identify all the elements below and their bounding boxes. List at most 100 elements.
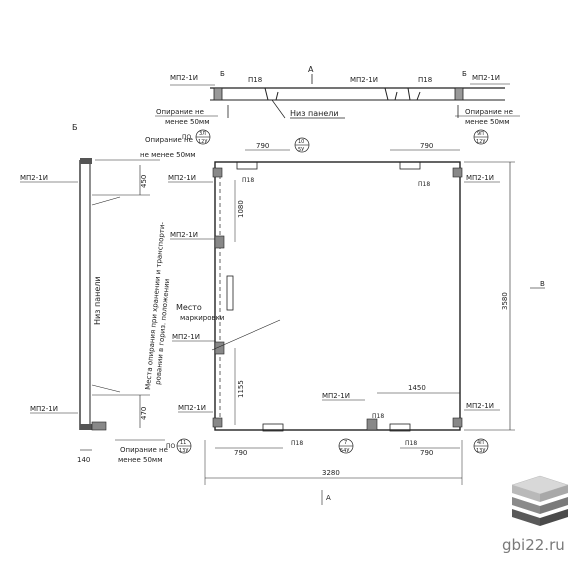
callout-9-top: 9П <box>477 131 484 137</box>
mp-right-1: МП2-1И <box>466 174 494 182</box>
callout-11-top: 11 <box>180 440 186 446</box>
p18-tl: П18 <box>242 177 254 184</box>
top-support-left-2: менее 50мм <box>165 118 209 126</box>
dim-3280: 3280 <box>322 469 340 477</box>
callout-10-bottom: 5У <box>298 147 304 153</box>
p18-bl: П18 <box>291 440 303 447</box>
callout-7-top: 7 <box>344 440 347 446</box>
callout-7-bottom: 54У <box>340 448 349 454</box>
p18-br: П18 <box>405 440 417 447</box>
top-support-left: Опирание не <box>156 108 204 116</box>
node-callouts <box>176 129 489 454</box>
logo-slab-top-right <box>540 485 568 502</box>
panel-outline <box>214 161 461 431</box>
logo-slab-mid-right <box>540 497 568 514</box>
side-anchor-upper <box>214 235 225 249</box>
side-support-bottom-2: менее 50мм <box>118 456 162 464</box>
callout-9-bottom: 12У <box>476 139 485 145</box>
corner-lift-bl <box>212 417 223 428</box>
section-v-label: В <box>540 280 545 288</box>
dim-790-tl: 790 <box>256 142 269 150</box>
side-support-top-2: не менее 50мм <box>140 151 196 159</box>
callout-11-prefix: ПО <box>166 443 176 450</box>
side-view-top-cap <box>80 158 92 164</box>
marking-place-box <box>226 275 234 311</box>
callout-10-top: 10 <box>298 139 304 145</box>
corner-lift-tl <box>212 167 223 178</box>
storage-leader-bottom <box>91 384 121 393</box>
logo-slab-top-left <box>512 485 540 502</box>
bottom-anchor-left <box>262 423 284 432</box>
storage-leader-top <box>91 196 121 206</box>
top-section-a: А <box>308 65 314 74</box>
mp-left-2: МП2-1И <box>170 231 198 239</box>
mp-left-4: МП2-1И <box>178 404 206 412</box>
dim-1450: 1450 <box>408 384 426 392</box>
corner-lift-br <box>452 417 463 428</box>
top-support-right: Опирание не <box>465 108 513 116</box>
site-logo <box>511 475 569 526</box>
top-mp-right: МП2-1И <box>472 74 500 82</box>
top-sec-b-right: Б <box>462 70 467 78</box>
mp-right-2: МП2-1И <box>466 402 494 410</box>
logo-slab-bot-right <box>540 509 568 526</box>
side-dim-140: 140 <box>77 456 90 464</box>
top-anchor-left <box>236 161 258 170</box>
top-view-notch-2 <box>384 87 398 101</box>
marking-label-1: Место <box>176 303 202 312</box>
top-view-notch-3 <box>407 87 421 101</box>
side-view <box>20 158 165 451</box>
mp-bottom-mid: МП2-1И <box>322 392 350 400</box>
top-view <box>155 74 520 119</box>
dim-1080: 1080 <box>237 200 245 218</box>
callout-3-top: 3Л <box>199 131 206 137</box>
top-support-right-2: менее 50мм <box>465 118 509 126</box>
side-mp-bottom: МП2-1И <box>30 405 58 413</box>
side-section-b: Б <box>72 123 78 132</box>
side-anchor-lower <box>214 341 225 355</box>
bottom-anchor-middle <box>366 418 378 431</box>
callout-4-bottom: 13У <box>476 448 485 454</box>
logo-slab-mid-left <box>512 497 540 514</box>
side-dim-470: 470 <box>140 407 148 420</box>
callout-3-prefix: ПО <box>182 134 192 141</box>
top-p18-1: П18 <box>248 76 262 84</box>
callout-4-top: 4П <box>477 440 484 446</box>
marking-leader <box>211 319 281 351</box>
mp-left-1: МП2-1И <box>168 174 196 182</box>
top-view-right-end <box>454 87 464 101</box>
side-support-bottom: Опирание не <box>120 446 168 454</box>
top-anchor-right <box>399 161 421 170</box>
callout-11-bottom: 13У <box>179 448 188 454</box>
top-p18-2: П18 <box>418 76 432 84</box>
p18-bm: П18 <box>372 413 384 420</box>
side-support-top: Опирание не <box>145 136 193 144</box>
marking-label-2: маркировки <box>180 314 224 322</box>
site-name: gbi22.ru <box>502 536 565 554</box>
top-sec-b-left: Б <box>220 70 225 78</box>
top-view-left-end <box>213 87 223 101</box>
p18-tr: П18 <box>418 181 430 188</box>
side-view-bottom-support <box>91 421 107 431</box>
section-a-bottom-label: А <box>326 494 331 502</box>
side-mp-top: МП2-1И <box>20 174 48 182</box>
bottom-anchor-right <box>389 423 411 432</box>
dim-790-bl: 790 <box>234 449 247 457</box>
mp-left-3: МП2-1И <box>172 333 200 341</box>
logo-slab-bot-left <box>512 509 540 526</box>
callout-3-bottom: 12У <box>198 139 207 145</box>
panel-bottom-leader <box>271 99 286 119</box>
dim-790-br: 790 <box>420 449 433 457</box>
dim-3580: 3580 <box>501 292 509 310</box>
top-mp-mid: МП2-1И <box>350 76 378 84</box>
main-panel <box>168 149 545 505</box>
top-mp-left: МП2-1И <box>170 74 198 82</box>
side-dim-450: 450 <box>140 175 148 188</box>
side-view-bottom-cap <box>80 424 92 430</box>
dim-790-tr: 790 <box>420 142 433 150</box>
dim-1155: 1155 <box>237 380 245 398</box>
corner-lift-tr <box>452 167 463 178</box>
side-panel-bottom: Низ панели <box>93 276 102 325</box>
